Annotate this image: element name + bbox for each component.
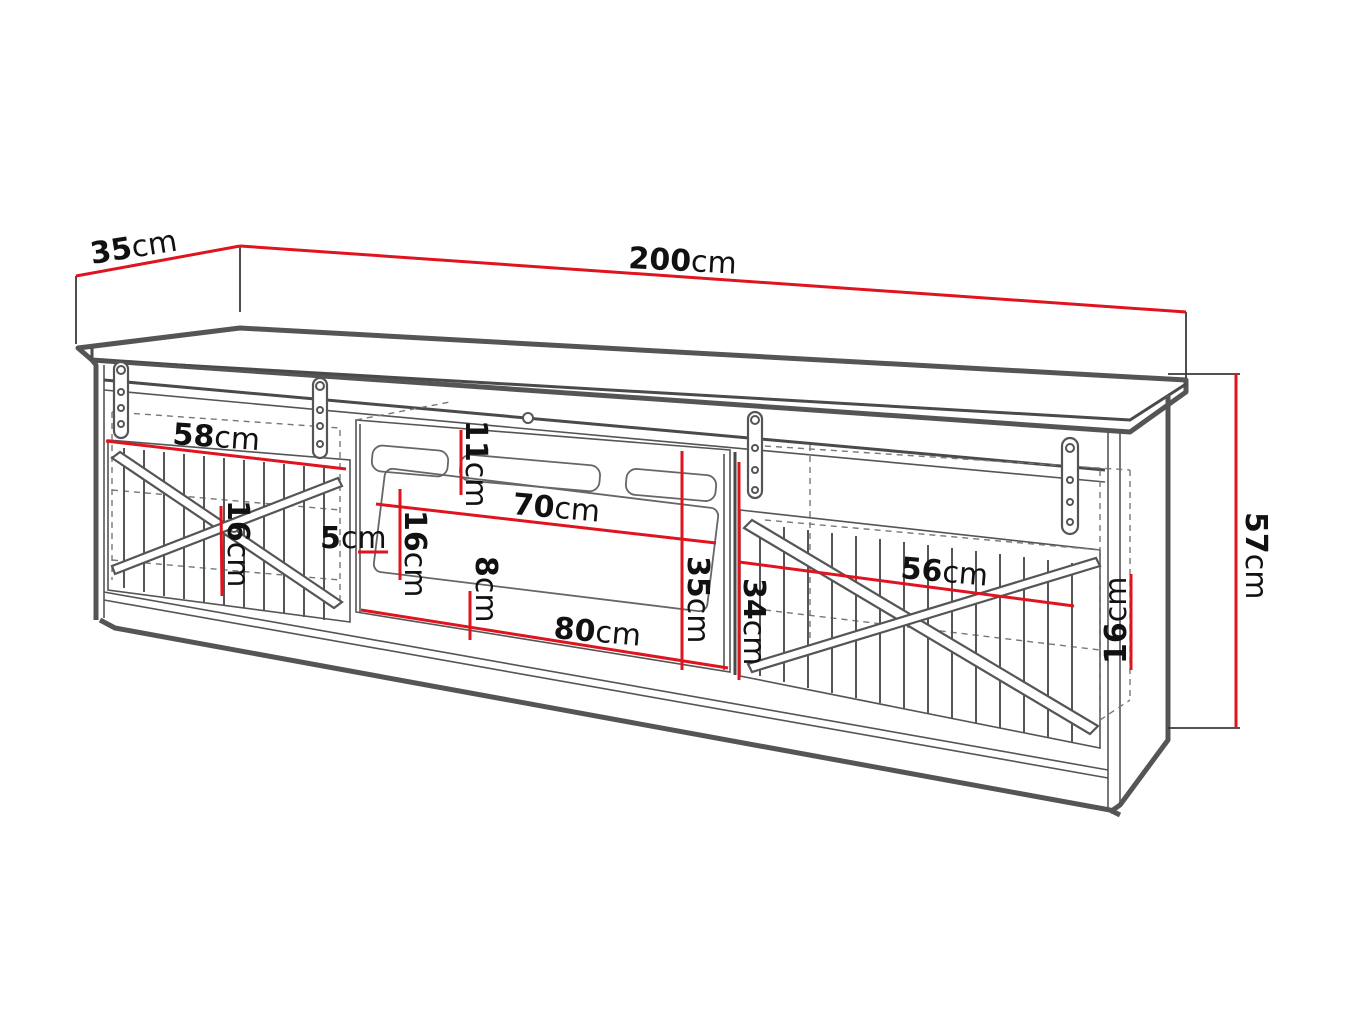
cabinet-outline bbox=[75, 325, 1189, 818]
width-dimension-line bbox=[239, 244, 1187, 314]
hanger-icon bbox=[746, 410, 764, 500]
center-height-label: 35cm bbox=[680, 556, 715, 643]
center-gap-label: 5cm bbox=[320, 521, 387, 556]
left-door-width-line bbox=[105, 439, 347, 471]
left-shelf-height-label: 16cm bbox=[220, 500, 255, 587]
depth-dimension-line bbox=[75, 244, 241, 278]
top-opening-label: 11cm bbox=[458, 420, 493, 507]
hanger-icon bbox=[112, 360, 130, 440]
center-bottom-height-label: 8cm bbox=[468, 556, 503, 623]
dimension-lines bbox=[75, 244, 1238, 728]
center-inner-width-label: 70cm bbox=[511, 487, 601, 529]
right-door-width-label: 56cm bbox=[899, 551, 989, 593]
center-inner-width-line bbox=[375, 502, 717, 545]
right-shelf-height-label: 16cm bbox=[1099, 577, 1134, 664]
left-door-width-label: 58cm bbox=[171, 417, 261, 458]
hanger-icon bbox=[311, 376, 329, 460]
center-width-label: 80cm bbox=[552, 611, 642, 653]
right-door-width-line bbox=[738, 560, 1075, 608]
left-door-hangers bbox=[112, 360, 329, 460]
center-width-line bbox=[360, 608, 729, 670]
inner-shelf-opening bbox=[372, 467, 720, 613]
left-shelf-height-line bbox=[219, 505, 224, 597]
depth-label: 35cm bbox=[88, 224, 180, 272]
left-door-x-brace bbox=[110, 450, 344, 610]
right-door-height-label: 34cm bbox=[736, 578, 771, 665]
center-inner-height-label: 16cm bbox=[397, 510, 432, 597]
cable-grip-left bbox=[370, 444, 450, 478]
extension-lines bbox=[75, 246, 1240, 729]
left-barn-door bbox=[107, 411, 351, 623]
height-label: 57cm bbox=[1238, 512, 1273, 599]
cable-grip-right bbox=[624, 468, 718, 502]
center-compartment bbox=[355, 401, 737, 675]
width-label: 200cm bbox=[628, 241, 738, 282]
hanger-icon bbox=[1060, 436, 1080, 536]
right-door-hangers bbox=[746, 410, 1080, 536]
dimension-labels: 35cm 200cm 57cm 58cm 16cm 5cm 11cm 70cm … bbox=[88, 224, 1273, 666]
